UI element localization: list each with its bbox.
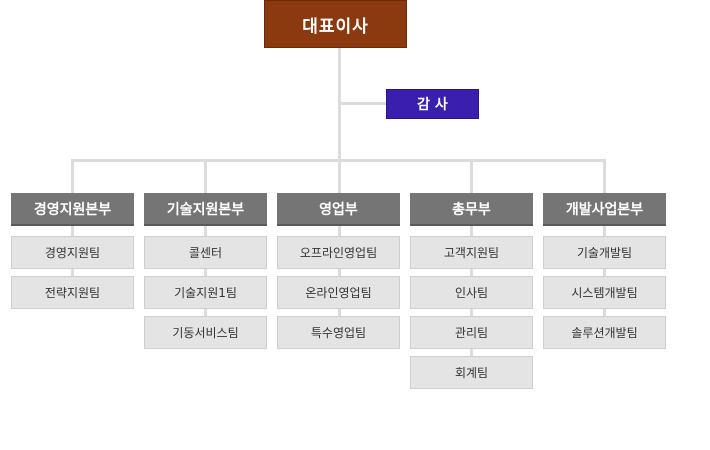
- team-box: 기동서비스팀: [144, 316, 267, 349]
- team-box: 회계팀: [410, 356, 533, 389]
- team-box: 전략지원팀: [11, 276, 134, 309]
- team-box: 오프라인영업팀: [277, 236, 400, 269]
- dept-drop-line-2: [204, 159, 207, 193]
- team-line-2: [204, 226, 207, 316]
- team-box: 시스템개발팀: [543, 276, 666, 309]
- dept-box: 총무부: [410, 193, 533, 226]
- team-box: 고객지원팀: [410, 236, 533, 269]
- team-line-5: [603, 226, 606, 316]
- team-line-3: [338, 226, 341, 316]
- dept-drop-line-1: [71, 159, 74, 193]
- dept-box: 개발사업본부: [543, 193, 666, 226]
- team-box: 인사팀: [410, 276, 533, 309]
- dept-drop-line-4: [470, 159, 473, 193]
- team-box: 특수영업팀: [277, 316, 400, 349]
- dept-box: 경영지원본부: [11, 193, 134, 226]
- team-box: 기술개발팀: [543, 236, 666, 269]
- team-box: 솔루션개발팀: [543, 316, 666, 349]
- team-box: 콜센터: [144, 236, 267, 269]
- ceo-box: 대표이사: [264, 0, 407, 48]
- team-box: 온라인영업팀: [277, 276, 400, 309]
- audit-branch-line: [341, 102, 386, 105]
- dept-drop-line-5: [603, 159, 606, 193]
- dept-drop-line-3: [338, 159, 341, 193]
- team-box: 기술지원1팀: [144, 276, 267, 309]
- dept-box: 기술지원본부: [144, 193, 267, 226]
- audit-box: 감 사: [386, 89, 479, 119]
- team-box: 경영지원팀: [11, 236, 134, 269]
- dept-box: 영업부: [277, 193, 400, 226]
- ceo-trunk-line: [338, 48, 341, 160]
- team-box: 관리팀: [410, 316, 533, 349]
